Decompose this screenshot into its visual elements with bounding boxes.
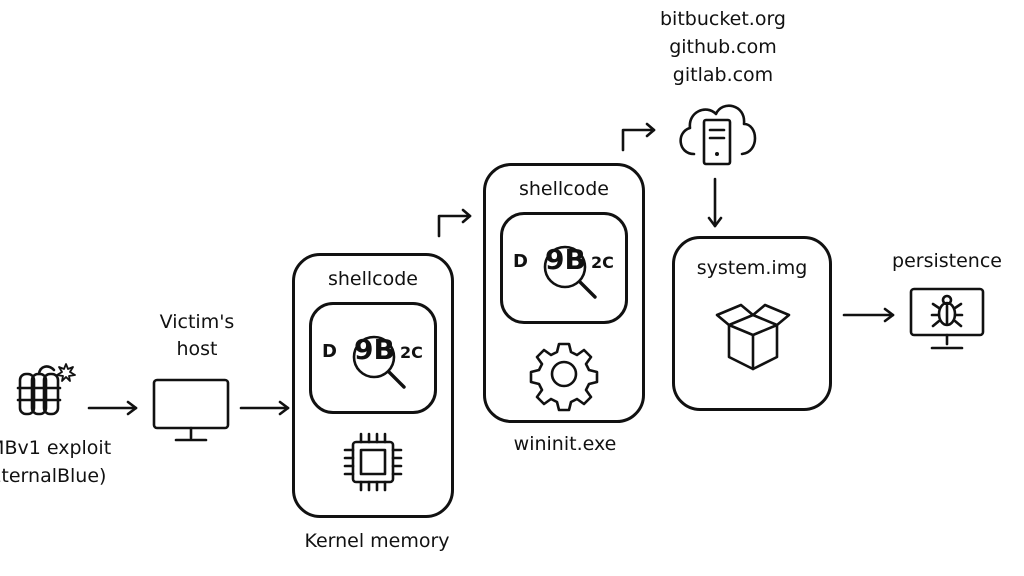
kernel-logo: 9B	[354, 333, 395, 366]
magnifier-icon	[352, 335, 406, 389]
exploit-label-line1: SMBv1 exploit	[0, 437, 112, 459]
cpu-chip-icon	[343, 432, 403, 492]
victim-label-line1: Victim's	[159, 311, 235, 333]
elbow-arrow-icon	[621, 122, 656, 152]
wininit-box: shellcode D 9B 2C	[483, 163, 645, 423]
monitor-icon	[152, 378, 230, 442]
wininit-shellcode-title: shellcode	[518, 178, 609, 200]
bomb-icon	[16, 363, 76, 416]
wininit-shellcode-logo-box: D 9B 2C	[500, 212, 628, 324]
arrow-right-icon	[87, 400, 138, 416]
kernel-caption: Kernel memory	[304, 530, 450, 552]
kernel-shellcode-logo-box: D 9B 2C	[309, 302, 437, 414]
victim-label-line2: host	[176, 338, 218, 360]
wininit-caption: wininit.exe	[513, 433, 617, 455]
gear-icon	[529, 342, 599, 412]
system-img-box: system.img	[672, 236, 832, 411]
wininit-logo: 9B	[545, 243, 586, 276]
package-box-icon	[715, 303, 791, 371]
persistence-title: persistence	[892, 250, 1002, 272]
arrow-right-icon	[842, 307, 895, 323]
magnifier-icon	[543, 245, 597, 299]
kernel-memory-box: shellcode D 9B 2C	[292, 253, 454, 518]
repo-host-1: bitbucket.org	[659, 8, 786, 30]
arrow-down-icon	[707, 177, 723, 228]
kernel-shellcode-title: shellcode	[327, 268, 418, 290]
cloud-server-icon	[679, 104, 757, 166]
repo-host-2: github.com	[669, 36, 777, 58]
elbow-arrow-icon	[437, 208, 472, 238]
bug-monitor-icon	[909, 287, 985, 350]
arrow-right-icon	[239, 400, 290, 416]
exploit-label-line2: (EternalBlue)	[0, 465, 107, 487]
system-img-title: system.img	[696, 257, 808, 279]
repo-host-3: gitlab.com	[672, 64, 774, 86]
